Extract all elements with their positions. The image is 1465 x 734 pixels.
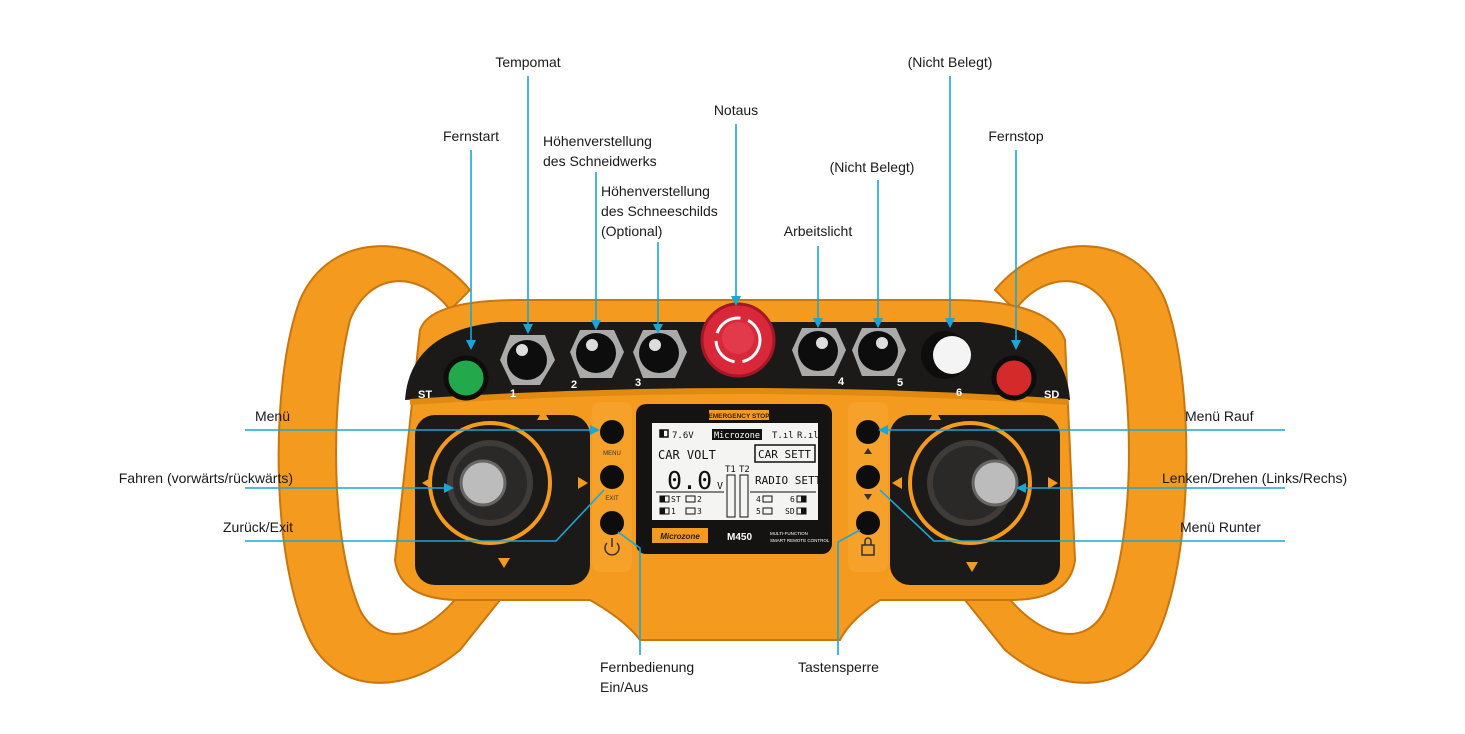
label-4: 4: [838, 376, 845, 388]
power-button[interactable]: [600, 511, 624, 535]
menu-button[interactable]: [600, 420, 624, 444]
label-schneeschild-line1: Höhenverstellung: [601, 183, 710, 199]
label-arbeitslicht: Arbeitslicht: [783, 223, 853, 239]
label-fernbedienung: Fernbedienung Ein/Aus: [600, 657, 694, 697]
up-triangle-icon: [864, 448, 872, 454]
switch-5[interactable]: [852, 328, 906, 376]
tagline-2: SMART REMOTE CONTROL: [770, 538, 830, 543]
switch-3[interactable]: [633, 330, 687, 378]
label-st: ST: [418, 389, 432, 401]
right-handle: [963, 245, 1188, 684]
label-lenken: Lenken/Drehen (Links/Rechs): [1162, 470, 1348, 486]
label-schneidwerk-line2: des Schneidwerks: [543, 153, 657, 169]
lcd-signal-r: R.ıl: [797, 431, 819, 441]
knob-6[interactable]: [921, 331, 971, 379]
switch-2[interactable]: [570, 330, 624, 378]
callout-arrowheads: [444, 296, 1026, 493]
label-schneeschild-line3: (Optional): [601, 223, 663, 239]
emergency-stop-button[interactable]: [700, 302, 776, 378]
lcd-c4: 4: [756, 495, 761, 504]
label-schneidwerk-line1: Höhenverstellung: [543, 133, 652, 149]
lcd-radio-sett: RADIO SETT: [755, 474, 822, 487]
right-joystick[interactable]: [908, 421, 1032, 545]
lcd-car-volt: CAR VOLT: [658, 448, 716, 462]
key-lock-button[interactable]: [856, 511, 880, 535]
switch-1[interactable]: [500, 335, 555, 385]
label-schneeschild: Höhenverstellung des Schneeschilds (Opti…: [601, 181, 718, 241]
lcd-unit: V: [717, 481, 723, 492]
lcd-c2: 2: [697, 495, 702, 504]
lcd-c1: 1: [671, 507, 676, 516]
menu-down-button[interactable]: [856, 465, 880, 489]
label-schneidwerk: Höhenverstellung des Schneidwerks: [543, 131, 657, 171]
label-5: 5: [897, 377, 903, 389]
lcd-car-sett: CAR SETT: [758, 448, 811, 461]
lcd-t2: T2: [739, 465, 750, 475]
power-icon: [604, 538, 620, 556]
lcd-c6: 6: [790, 495, 795, 504]
label-2: 2: [571, 379, 577, 391]
label-sd: SD: [1044, 389, 1059, 401]
direction-arrow-icons: [422, 410, 1058, 572]
label-1: 1: [510, 388, 516, 400]
emergency-stop-label: EMERGENCY STOP: [708, 413, 770, 420]
brand-logo: [652, 528, 708, 543]
sd-button[interactable]: [991, 355, 1037, 401]
lcd-voltage: 0.0: [667, 466, 712, 495]
label-3: 3: [635, 377, 641, 389]
menu-up-button[interactable]: [856, 420, 880, 444]
exit-button[interactable]: [600, 465, 624, 489]
label-6: 6: [956, 387, 962, 399]
callout-lines: [245, 76, 1285, 655]
down-triangle-icon: [864, 494, 872, 500]
left-handle: [277, 245, 502, 684]
lcd-sd: SD: [785, 507, 795, 516]
label-fernstop: Fernstop: [988, 128, 1044, 144]
lock-icon: [861, 537, 875, 556]
lcd-t1: T1: [725, 465, 736, 475]
label-menu: Menü: [254, 408, 290, 424]
lcd-brand: Microzone: [714, 431, 760, 441]
exit-button-label: EXIT: [605, 496, 619, 502]
label-menu-runter: Menü Runter: [1180, 519, 1261, 535]
left-joystick[interactable]: [428, 421, 552, 545]
lcd-signal-t: T.ıl: [772, 431, 794, 441]
lcd-st: ST: [671, 495, 681, 504]
menu-button-label: MENU: [603, 451, 621, 457]
label-menu-rauf: Menü Rauf: [1185, 408, 1254, 424]
label-fahren: Fahren (vorwärts/rückwärts): [118, 470, 293, 486]
lcd-c5: 5: [756, 507, 761, 516]
lcd-battery: 7.6V: [672, 431, 694, 441]
label-schneeschild-line2: des Schneeschilds: [601, 203, 718, 219]
label-nicht-belegt-5: (Nicht Belegt): [829, 159, 915, 175]
label-tastensperre: Tastensperre: [798, 659, 879, 675]
label-notaus: Notaus: [713, 102, 759, 118]
label-nicht-belegt-6: (Nicht Belegt): [907, 54, 993, 70]
model-text: M450: [727, 532, 752, 543]
tagline-1: MULTI-FUNCTION: [770, 531, 808, 536]
label-fernbedienung-line1: Fernbedienung: [600, 659, 695, 675]
label-fernstart: Fernstart: [442, 128, 500, 144]
label-zurueck: Zurück/Exit: [222, 519, 293, 535]
st-button[interactable]: [443, 355, 489, 401]
label-tempomat: Tempomat: [495, 54, 561, 70]
label-fernbedienung-line2: Ein/Aus: [600, 679, 649, 695]
lcd-c3: 3: [697, 507, 702, 516]
brand-text: Microzone: [660, 532, 700, 541]
switch-4[interactable]: [792, 328, 846, 376]
